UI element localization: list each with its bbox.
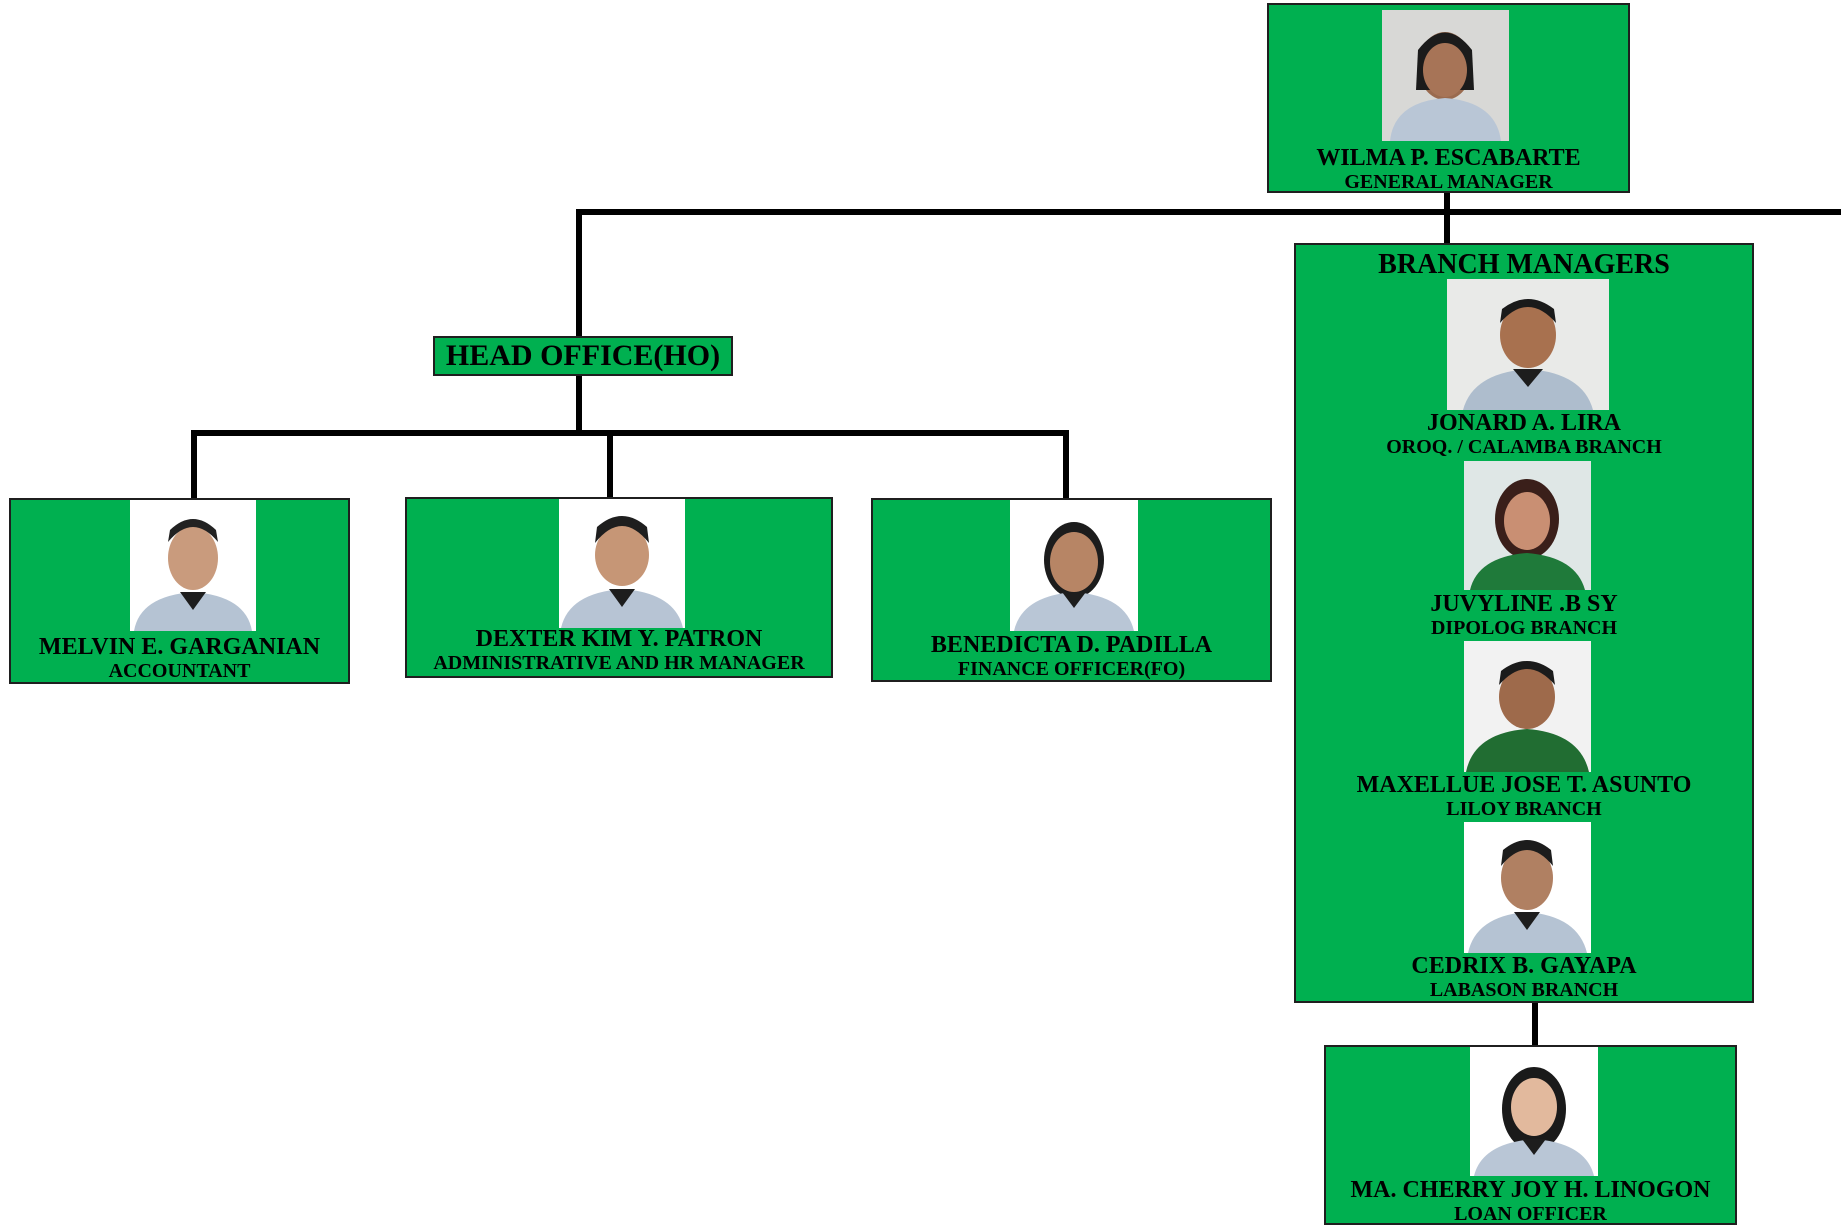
branch-manager-3-photo — [1464, 641, 1591, 772]
branch-managers-card: BRANCH MANAGERS JONARD A. LIRA OROQ. / C… — [1294, 243, 1754, 1003]
loan-officer-card: MA. CHERRY JOY H. LINOGON LOAN OFFICER — [1324, 1045, 1737, 1225]
admin-hr-name: DEXTER KIM Y. PATRON — [475, 626, 763, 652]
accountant-photo — [130, 500, 256, 631]
branch-manager-3-role: LILOY BRANCH — [1446, 798, 1602, 820]
branch-manager-2-name: JUVYLINE .B SY — [1430, 591, 1618, 617]
loan-officer-role: LOAN OFFICER — [1454, 1203, 1607, 1225]
ho-staff-card-accountant: MELVIN E. GARGANIAN ACCOUNTANT — [9, 498, 350, 684]
accountant-name: MELVIN E. GARGANIAN — [38, 634, 321, 660]
branch-manager-1-photo — [1447, 279, 1609, 410]
accountant-role: ACCOUNTANT — [108, 660, 251, 682]
loan-officer-name: MA. CHERRY JOY H. LINOGON — [1350, 1177, 1711, 1203]
finance-photo — [1010, 500, 1138, 631]
branch-managers-title: BRANCH MANAGERS — [1378, 249, 1670, 280]
head-office-label: HEAD OFFICE(HO) — [433, 336, 733, 376]
admin-hr-photo — [559, 499, 685, 628]
general-manager-name: WILMA P. ESCABARTE — [1316, 145, 1581, 171]
connector-gm-down — [1444, 191, 1450, 245]
connector-branch-to-loan — [1532, 985, 1538, 1047]
ho-staff-card-admin-hr: DEXTER KIM Y. PATRON ADMINISTRATIVE AND … — [405, 497, 833, 678]
connector-to-admin-hr — [607, 430, 613, 499]
ho-staff-card-finance: BENEDICTA D. PADILLA FINANCE OFFICER(FO) — [871, 498, 1272, 682]
loan-officer-photo — [1470, 1047, 1598, 1176]
connector-ho-horizontal — [191, 430, 1069, 436]
admin-hr-role: ADMINISTRATIVE AND HR MANAGER — [433, 652, 805, 674]
general-manager-card: WILMA P. ESCABARTE GENERAL MANAGER — [1267, 3, 1630, 193]
connector-to-finance — [1063, 430, 1069, 500]
branch-manager-1-role: OROQ. / CALAMBA BRANCH — [1386, 436, 1662, 458]
branch-manager-4-photo — [1464, 822, 1591, 953]
connector-head-office-down — [576, 373, 582, 433]
branch-manager-2-photo — [1464, 461, 1591, 590]
branch-manager-2-role: DIPOLOG BRANCH — [1430, 617, 1618, 639]
finance-role: FINANCE OFFICER(FO) — [957, 658, 1186, 680]
branch-manager-3-name: MAXELLUE JOSE T. ASUNTO — [1356, 772, 1692, 798]
connector-to-head-office — [576, 209, 582, 341]
general-manager-role: GENERAL MANAGER — [1344, 171, 1553, 193]
branch-manager-4-name: CEDRIX B. GAYAPA — [1411, 953, 1637, 979]
connector-top-horizontal — [576, 209, 1841, 215]
general-manager-photo — [1382, 10, 1509, 141]
connector-to-accountant — [191, 430, 197, 500]
branch-manager-1-name: JONARD A. LIRA — [1426, 410, 1621, 436]
branch-manager-4-role: LABASON BRANCH — [1429, 979, 1619, 1001]
finance-name: BENEDICTA D. PADILLA — [930, 632, 1213, 658]
